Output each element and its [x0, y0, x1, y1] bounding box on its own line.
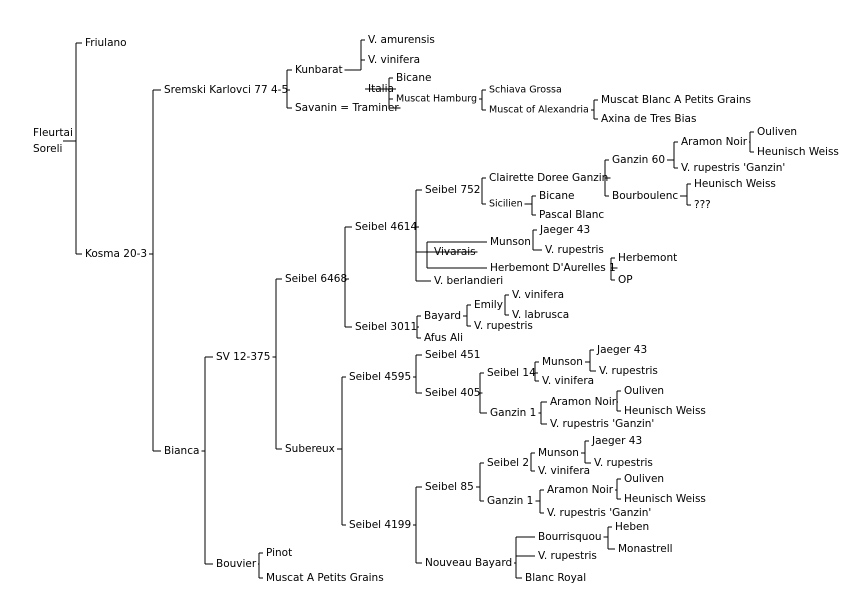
node-v-rupestris-ganzin: V. rupestris 'Ganzin' — [547, 507, 651, 519]
node-ouliven: Ouliven — [624, 473, 664, 485]
node-bourboulenc: Bourboulenc — [612, 190, 678, 202]
node-ganzin-1: Ganzin 1 — [490, 407, 536, 419]
node-heben: Heben — [615, 521, 649, 533]
tree-root-label: Fleurtai — [33, 127, 73, 139]
node-herbemont-d-aurelles-1: Herbemont D'Aurelles 1 — [490, 262, 616, 274]
node-op: OP — [618, 274, 633, 286]
node-muscat-of-alexandria: Muscat of Alexandria — [489, 105, 589, 116]
node-pinot: Pinot — [266, 547, 292, 559]
node-seibel-752: Seibel 752 — [425, 184, 480, 196]
node-ouliven: Ouliven — [624, 385, 664, 397]
node-seibel-451: Seibel 451 — [425, 349, 480, 361]
node-bourrisquou: Bourrisquou — [538, 531, 602, 543]
node-v-vinifera: V. vinifera — [538, 465, 590, 477]
node-afus-ali: Afus Ali — [424, 332, 463, 344]
node-sv-12-375: SV 12-375 — [216, 351, 270, 363]
node-: ??? — [694, 199, 711, 211]
node-sremski-karlovci-77-4-5: Sremski Karlovci 77 4-5 — [164, 84, 288, 96]
node-ganzin-1: Ganzin 1 — [487, 495, 533, 507]
node-v-amurensis: V. amurensis — [368, 34, 435, 46]
node-heunisch-weiss: Heunisch Weiss — [624, 405, 706, 417]
tree-root-label: Soreli — [33, 143, 62, 155]
node-herbemont: Herbemont — [618, 252, 677, 264]
node-v-rupestris-ganzin: V. rupestris 'Ganzin' — [550, 418, 654, 430]
node-v-rupestris: V. rupestris — [474, 320, 533, 332]
node-seibel-3011: Seibel 3011 — [355, 321, 417, 333]
node-heunisch-weiss: Heunisch Weiss — [757, 146, 839, 158]
node-sicilien: Sicilien — [489, 199, 523, 210]
node-bayard: Bayard — [424, 310, 461, 322]
node-nouveau-bayard: Nouveau Bayard — [425, 557, 512, 569]
node-italia: Italia — [368, 83, 394, 95]
node-jaeger-43: Jaeger 43 — [539, 224, 590, 236]
node-friulano: Friulano — [85, 37, 127, 49]
node-bicane: Bicane — [539, 190, 574, 202]
node-aramon-noir: Aramon Noir — [550, 396, 617, 408]
node-muscat-blanc-a-petits-grains: Muscat Blanc A Petits Grains — [601, 94, 751, 106]
node-jaeger-43: Jaeger 43 — [596, 344, 647, 356]
node-blanc-royal: Blanc Royal — [525, 572, 586, 584]
node-seibel-4199: Seibel 4199 — [349, 519, 411, 531]
node-munson: Munson — [490, 236, 531, 248]
node-seibel-6468: Seibel 6468 — [285, 273, 347, 285]
node-muscat-hamburg: Muscat Hamburg — [396, 94, 477, 105]
node-pascal-blanc: Pascal Blanc — [539, 209, 604, 221]
node-subereux: Subereux — [285, 443, 335, 455]
node-ouliven: Ouliven — [757, 126, 797, 138]
node-heunisch-weiss: Heunisch Weiss — [624, 493, 706, 505]
node-munson: Munson — [538, 447, 579, 459]
node-jaeger-43: Jaeger 43 — [591, 435, 642, 447]
node-axina-de-tres-bias: Axina de Tres Bias — [601, 113, 696, 125]
node-seibel-405: Seibel 405 — [425, 387, 480, 399]
node-aramon-noir: Aramon Noir — [681, 136, 748, 148]
node-v-rupestris: V. rupestris — [545, 244, 604, 256]
node-kosma-20-3: Kosma 20-3 — [85, 248, 147, 260]
node-v-berlandieri: V. berlandieri — [434, 275, 503, 287]
node-v-rupestris: V. rupestris — [599, 365, 658, 377]
node-v-rupestris: V. rupestris — [594, 457, 653, 469]
node-aramon-noir: Aramon Noir — [547, 484, 614, 496]
node-seibel-4595: Seibel 4595 — [349, 371, 411, 383]
node-monastrell: Monastrell — [618, 543, 673, 555]
node-seibel-85: Seibel 85 — [425, 481, 474, 493]
node-kunbarat: Kunbarat — [295, 64, 343, 76]
node-bicane: Bicane — [396, 72, 431, 84]
node-muscat-a-petits-grains: Muscat A Petits Grains — [266, 572, 384, 584]
node-v-vinifera: V. vinifera — [512, 289, 564, 301]
node-bianca: Bianca — [164, 445, 199, 457]
node-v-rupestris-ganzin: V. rupestris 'Ganzin' — [681, 162, 785, 174]
node-clairette-doree-ganzin: Clairette Doree Ganzin — [489, 172, 608, 184]
node-ganzin-60: Ganzin 60 — [612, 154, 665, 166]
node-v-labrusca: V. labrusca — [512, 309, 569, 321]
node-bouvier: Bouvier — [216, 558, 257, 570]
node-savanin-traminer: Savanin = Traminer — [295, 102, 399, 114]
node-heunisch-weiss: Heunisch Weiss — [694, 178, 776, 190]
node-seibel-14: Seibel 14 — [487, 367, 536, 379]
node-seibel-4614: Seibel 4614 — [355, 221, 417, 233]
node-v-vinifera: V. vinifera — [542, 375, 594, 387]
node-munson: Munson — [542, 356, 583, 368]
node-seibel-2: Seibel 2 — [487, 457, 529, 469]
node-v-rupestris: V. rupestris — [538, 550, 597, 562]
node-emily: Emily — [474, 299, 503, 311]
node-v-vinifera: V. vinifera — [368, 54, 420, 66]
node-schiava-grossa: Schiava Grossa — [489, 85, 562, 96]
